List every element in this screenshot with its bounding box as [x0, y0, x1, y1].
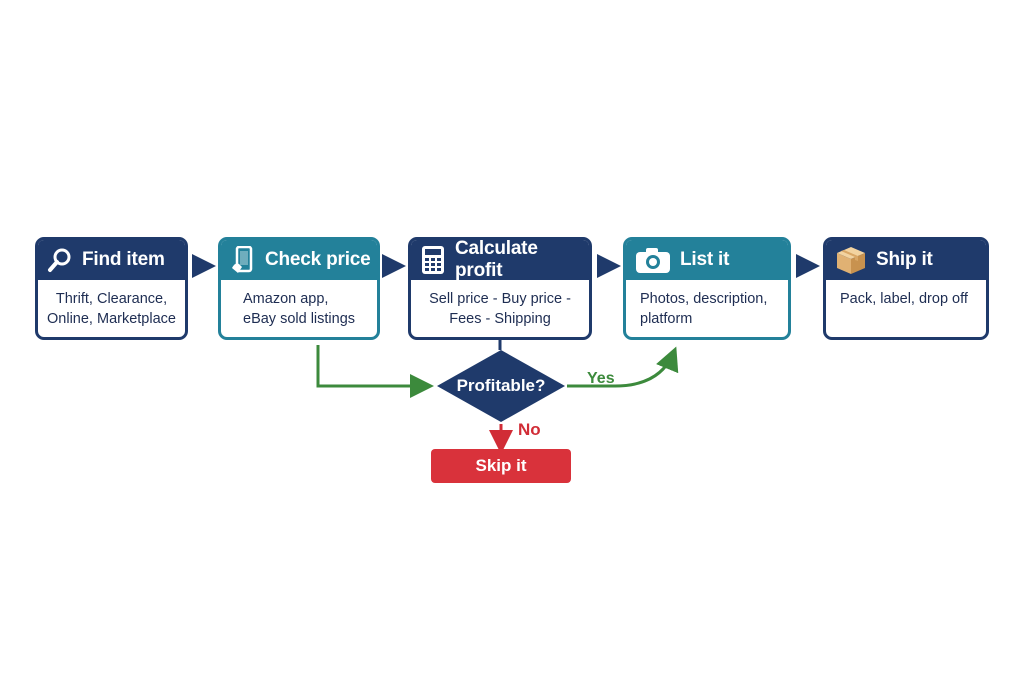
step-description: Thrift, Clearance, Online, Marketplace [38, 280, 185, 329]
step-description: Amazon app, eBay sold listings [221, 280, 377, 329]
step-ship-it: Ship it Pack, label, drop off [823, 237, 989, 340]
box-icon [834, 246, 868, 274]
step-description-line: Pack, label, drop off [840, 291, 968, 307]
camera-icon [634, 246, 672, 274]
step-list-it: List it Photos, description, platform [623, 237, 791, 340]
step-calculate-profit: Calculate profit Sell price - Buy price … [408, 237, 592, 340]
phone-icon [229, 246, 257, 274]
step-header: Find item [38, 240, 185, 280]
decision-profitable: Profitable? [436, 349, 566, 423]
no-label: No [518, 420, 541, 439]
decision-diamond-shape [437, 350, 565, 422]
step-description-line: platform [640, 311, 693, 327]
skip-it-box: Skip it [431, 449, 571, 483]
step-title: List it [680, 249, 730, 270]
step-description-line: Online, Marketplace [47, 311, 176, 327]
step-title: Check price [265, 249, 371, 270]
yes-label: Yes [587, 370, 615, 387]
step-title: Calculate profit [455, 238, 538, 281]
step-title: Find item [82, 249, 165, 270]
yes-arrow [567, 346, 679, 388]
step-find-item: Find item Thrift, Clearance, Online, Mar… [35, 237, 188, 340]
step-description-line: Fees - Shipping [449, 311, 551, 327]
step-check-price: Check price Amazon app, eBay sold listin… [218, 237, 380, 340]
step-description-line: Photos, description, [640, 291, 768, 307]
step-header: List it [626, 240, 788, 280]
step-header: Ship it [826, 240, 986, 280]
step-description: Pack, label, drop off [826, 280, 986, 309]
step-description: Photos, description, platform [626, 280, 788, 329]
step-title: Ship it [876, 249, 933, 270]
magnifier-icon [46, 246, 74, 274]
step-description: Sell price - Buy price - Fees - Shipping [411, 280, 589, 329]
step-description-line: Sell price - Buy price - [429, 291, 571, 307]
decision-label: Profitable? [456, 376, 546, 395]
calculator-icon [419, 246, 447, 274]
step-description-line: eBay sold listings [243, 311, 356, 327]
to-decision-arrow [316, 345, 434, 398]
step-header: Calculate profit [411, 238, 589, 281]
step-header: Check price [221, 240, 377, 280]
step-description-line: Thrift, Clearance, [55, 291, 168, 307]
step-description-line: Amazon app, [243, 291, 329, 307]
